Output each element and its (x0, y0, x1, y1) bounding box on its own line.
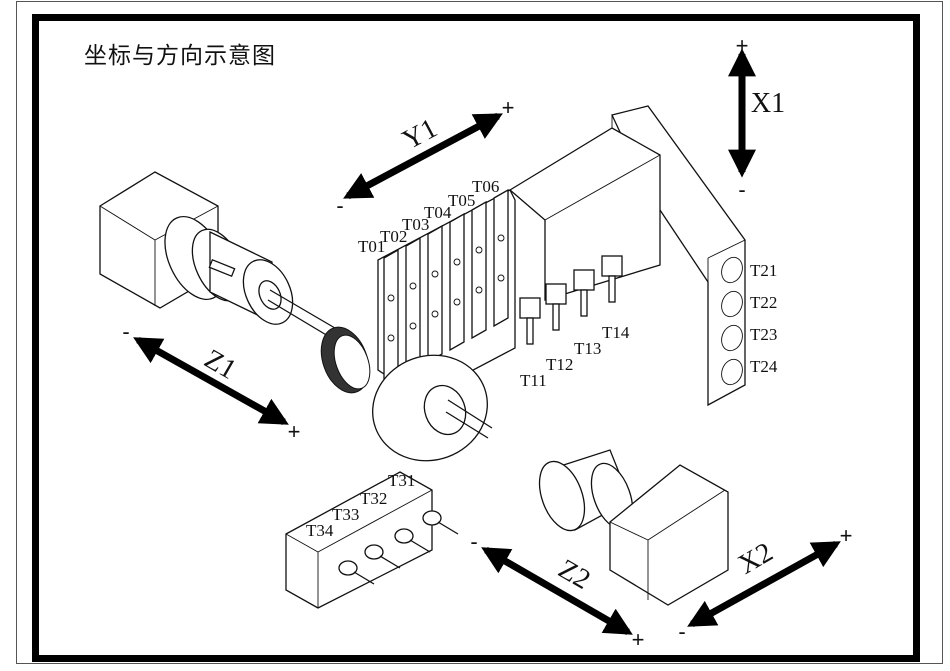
gang-tool-blade (449, 212, 465, 352)
gang-tool-blade (493, 188, 509, 328)
gang-tool-screw (431, 270, 439, 278)
spindle-tool-holder (573, 269, 595, 291)
spindle-tool-drill (580, 289, 588, 317)
gang-tool-screw (387, 334, 395, 342)
gang-tool-screw (409, 322, 417, 330)
gang-tool-screw (387, 294, 395, 302)
outer-frame (16, 1, 943, 664)
gang-tool-blade (405, 236, 421, 376)
axis-y1-minus: - (336, 193, 343, 218)
spindle-head (508, 105, 746, 407)
axis-x1: X1 + - (728, 33, 785, 202)
sub-tool-holder (338, 560, 358, 576)
axis-y1-arrow (343, 112, 503, 200)
tool-label-t32: T32 (360, 489, 387, 508)
axis-z1-plus: + (288, 419, 301, 444)
axis-x1-label: X1 (751, 88, 785, 119)
spindle-tool-holder (601, 255, 623, 277)
sub-tool-drill (437, 521, 459, 535)
axis-z1: Z1+- (122, 319, 300, 444)
tool-label-t05: T05 (448, 191, 475, 210)
sub-tool-block (285, 471, 459, 609)
main-spindle (99, 171, 353, 349)
gang-tool-screw (475, 246, 483, 254)
axis-z2-plus: + (632, 627, 645, 652)
sub-tool-drill (379, 555, 401, 569)
tool-label-t11: T11 (520, 371, 547, 390)
gang-tool-blade (383, 248, 399, 388)
tool-label-t03: T03 (402, 215, 429, 234)
sub-tool-drill (353, 571, 375, 585)
tool-label-t22: T22 (750, 293, 777, 312)
tool-label-t01: T01 (358, 237, 385, 256)
axis-z2-arrow (481, 546, 633, 636)
gang-tool-blade (427, 224, 443, 364)
spindle-tool-holder (519, 297, 541, 319)
axis-y1: Y1+- (336, 95, 514, 218)
tool-label-t23: T23 (750, 325, 777, 344)
tool-label-t21: T21 (750, 261, 777, 280)
gang-tool-screw (453, 298, 461, 306)
gang-tool-screw (453, 258, 461, 266)
tool-label-t31: T31 (388, 471, 415, 490)
gang-tool-screw (497, 234, 505, 242)
gang-tool-screw (409, 282, 417, 290)
axis-x1-minus: - (738, 177, 745, 202)
axis-z2-minus: - (470, 529, 477, 554)
spindle-tool-drill (608, 275, 616, 303)
gang-shaft (447, 399, 493, 429)
axis-x2-label: X2 (733, 537, 778, 581)
tool-label-t33: T33 (332, 505, 359, 524)
tool-label-t12: T12 (546, 355, 573, 374)
spindle-tool-drill (552, 303, 560, 331)
diagram-title: 坐标与方向示意图 (84, 43, 276, 69)
axis-x2-plus: + (840, 523, 853, 548)
axis-x2-minus: - (678, 619, 685, 644)
sub-tool-holder (364, 544, 384, 560)
axis-x1-plus: + (736, 33, 749, 58)
axis-z1-minus: - (122, 319, 129, 344)
tool-label-t04: T04 (424, 203, 452, 222)
tool-label-t24: T24 (750, 357, 778, 376)
sub-tool-drill (409, 539, 431, 553)
tool-label-t13: T13 (574, 339, 601, 358)
tool-label-t02: T02 (380, 227, 407, 246)
tool-label-t06: T06 (472, 177, 499, 196)
gang-tool-screw (475, 286, 483, 294)
axis-y1-plus: + (502, 95, 515, 120)
sub-tool-holder (394, 528, 414, 544)
sub-tool-holder (422, 510, 442, 526)
gang-tool-blade (471, 200, 487, 340)
gang-tool-screw (497, 274, 505, 282)
tool-label-t14: T14 (602, 323, 630, 342)
gang-tool-screw (431, 310, 439, 318)
drawing-border (32, 14, 920, 662)
spindle-tool-holder (545, 283, 567, 305)
axis-x2-arrow (687, 540, 841, 628)
spindle-tool-drill (526, 317, 534, 345)
gang-tool-post (320, 188, 516, 462)
axis-z1-arrow (133, 336, 289, 426)
tool-label-t34: T34 (306, 521, 334, 540)
